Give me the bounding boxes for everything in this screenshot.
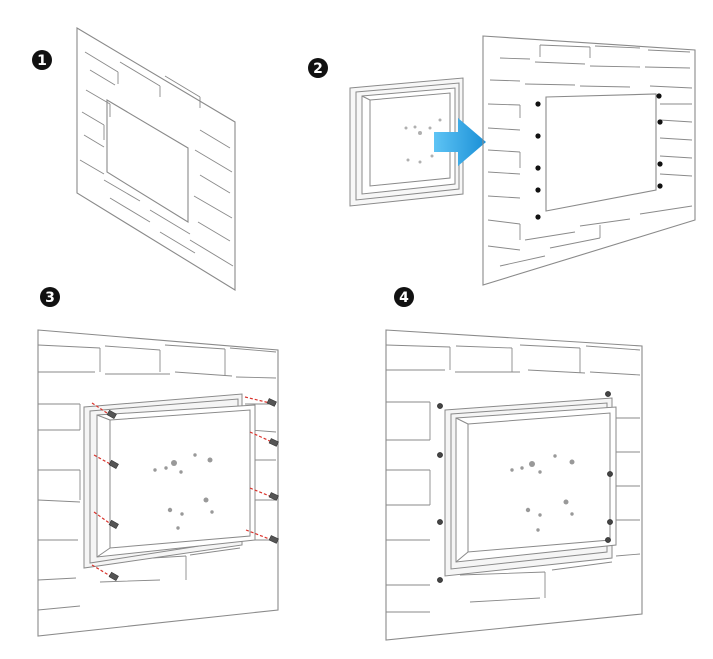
- wall-cutout: [545, 93, 657, 212]
- step-4-badge: 4: [394, 287, 414, 307]
- panel-pc-installed: [444, 397, 617, 577]
- brick-wall-4: [385, 329, 643, 641]
- step-4-number: 4: [399, 290, 409, 306]
- panel-pc-unit: [83, 393, 256, 569]
- step-1-number: 1: [37, 53, 47, 69]
- step-3-badge: 3: [40, 287, 60, 307]
- mounting-hole-markers: [535, 93, 663, 220]
- step-3-number: 3: [45, 290, 55, 306]
- brick-wall-1: [76, 27, 236, 291]
- step-2-badge: 2: [308, 58, 328, 78]
- step-4-panel: 4: [385, 287, 643, 641]
- wall-cutout: [106, 99, 189, 223]
- step-2-panel: 2: [308, 35, 696, 286]
- screw-guides: [91, 396, 273, 578]
- blue-right-arrow-icon: [434, 118, 486, 166]
- brick-wall-3: [37, 329, 279, 637]
- panel-pc-unit: [349, 77, 464, 207]
- step-1-badge: 1: [32, 50, 52, 70]
- step-2-number: 2: [313, 61, 323, 77]
- installed-screw-heads: [437, 391, 613, 583]
- brick-wall-2: [482, 35, 696, 286]
- screw-icon: [106, 398, 279, 582]
- step-1-panel: 1: [32, 27, 236, 291]
- step-3-panel: 3: [37, 287, 279, 637]
